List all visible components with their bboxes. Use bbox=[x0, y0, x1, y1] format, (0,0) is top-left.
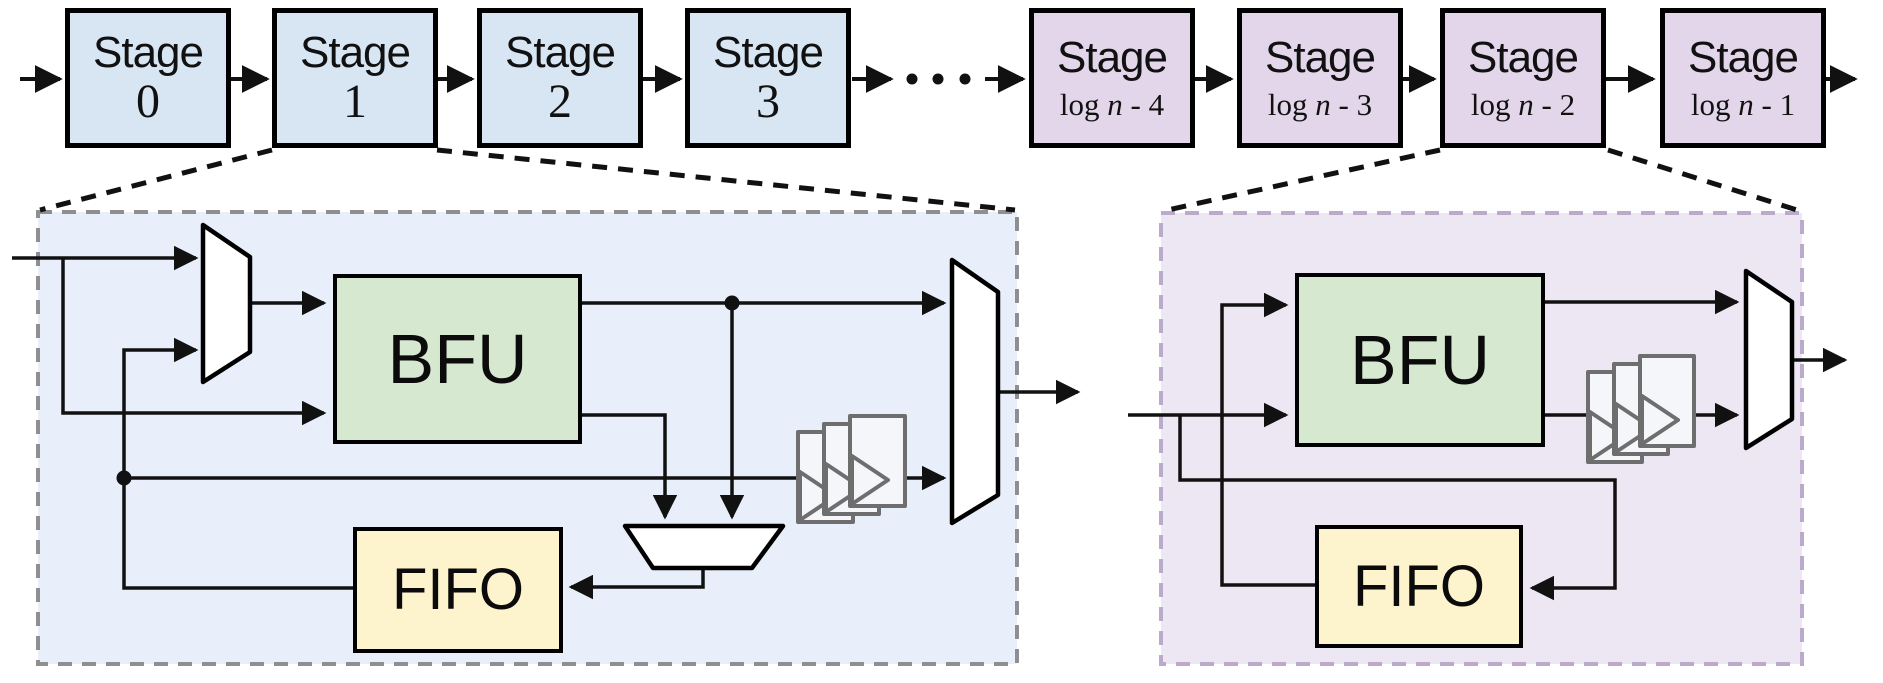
stage-label: Stage bbox=[1057, 33, 1168, 82]
wire-fifo-out-to-mux bbox=[122, 337, 353, 590]
stage-box-logn-3: Stage log n - 3 bbox=[1237, 8, 1403, 148]
stage1-muxes bbox=[200, 222, 1001, 571]
stage-label: Stage bbox=[93, 27, 204, 77]
zoom-callout-lines bbox=[39, 147, 1801, 214]
logn2-internal-wires bbox=[1128, 289, 1848, 601]
input-mux-icon bbox=[200, 222, 253, 385]
bfu-box: BFU bbox=[333, 274, 582, 444]
stage-box-0: Stage 0 bbox=[65, 8, 231, 148]
callout-logn2-left bbox=[1162, 147, 1441, 214]
stage-label: Stage bbox=[713, 27, 824, 77]
output-mux-icon bbox=[1743, 268, 1795, 451]
wire-bfu-bottom-out bbox=[582, 413, 678, 520]
wire-input-branch-to-fifo bbox=[1178, 415, 1617, 601]
stage-index: log n - 3 bbox=[1267, 87, 1373, 122]
stage-box-3: Stage 3 bbox=[685, 8, 851, 148]
stage-box-1: Stage 1 bbox=[272, 8, 438, 148]
wire-fifo-out-to-bfu bbox=[1220, 292, 1315, 587]
stage-box-logn-4: Stage log n - 4 bbox=[1029, 8, 1195, 148]
ellipsis-dots-icon bbox=[906, 73, 971, 85]
fifo-box: FIFO bbox=[1315, 525, 1523, 648]
stage-index: 0 bbox=[136, 74, 160, 128]
stage-label: Stage bbox=[300, 27, 411, 77]
junction-dot bbox=[724, 295, 740, 311]
stage-index: log n - 4 bbox=[1059, 87, 1165, 122]
wire-stage1-input-branch-to-bfu bbox=[61, 258, 327, 426]
stage-index: 2 bbox=[548, 74, 572, 128]
callout-stage1-right bbox=[436, 147, 1016, 213]
stage-index: log n - 2 bbox=[1470, 87, 1576, 122]
stage-label: Stage bbox=[1688, 33, 1799, 82]
stage-box-logn-2: Stage log n - 2 bbox=[1440, 8, 1606, 148]
stage-box-2: Stage 2 bbox=[477, 8, 643, 148]
bfu-box: BFU bbox=[1295, 273, 1545, 447]
fifo-box: FIFO bbox=[353, 527, 563, 653]
register-stack-icon bbox=[1586, 354, 1696, 464]
stage-label: Stage bbox=[505, 27, 616, 77]
stage-index: log n - 1 bbox=[1690, 87, 1796, 122]
junction-dot bbox=[116, 470, 132, 486]
register-stack-icon bbox=[796, 414, 907, 524]
stage-index: 3 bbox=[756, 74, 780, 128]
feedback-mux-icon bbox=[622, 523, 786, 571]
output-mux-icon bbox=[949, 257, 1001, 526]
stage-index: 1 bbox=[343, 74, 367, 128]
stage-label: Stage bbox=[1265, 33, 1376, 82]
wire-feedback-mux-to-fifo bbox=[568, 568, 705, 600]
callout-logn2-right bbox=[1607, 147, 1801, 214]
stage-box-logn-1: Stage log n - 1 bbox=[1660, 8, 1826, 148]
stage-label: Stage bbox=[1468, 33, 1579, 82]
callout-stage1-left bbox=[39, 147, 273, 213]
